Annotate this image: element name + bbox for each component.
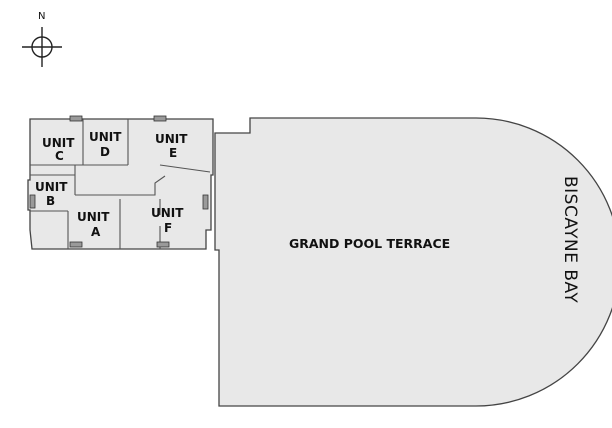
svg-text:F: F bbox=[164, 221, 172, 235]
tower-footprint bbox=[27, 118, 214, 250]
svg-text:UNIT: UNIT bbox=[42, 136, 75, 150]
window-markers bbox=[29, 115, 209, 248]
biscayne-bay-label: BISCAYNE BAY bbox=[560, 176, 580, 303]
interior-walls bbox=[30, 119, 211, 249]
unit-f-label: UNIT F bbox=[151, 206, 184, 235]
pool-terrace bbox=[214, 117, 612, 407]
svg-text:UNIT: UNIT bbox=[35, 180, 68, 194]
unit-b-label: UNIT B bbox=[35, 180, 68, 208]
svg-text:UNIT: UNIT bbox=[151, 206, 184, 220]
svg-text:A: A bbox=[91, 225, 101, 239]
svg-text:B: B bbox=[46, 194, 55, 208]
svg-text:UNIT: UNIT bbox=[155, 132, 188, 146]
compass-north-label: N bbox=[38, 11, 45, 22]
compass-icon: N bbox=[22, 11, 62, 67]
svg-text:E: E bbox=[169, 146, 177, 160]
svg-text:UNIT: UNIT bbox=[89, 130, 122, 144]
svg-text:D: D bbox=[100, 145, 110, 159]
unit-e-label: UNIT E bbox=[155, 132, 188, 160]
pool-terrace-label: GRAND POOL TERRACE bbox=[289, 236, 450, 251]
unit-a-label: UNIT A bbox=[77, 210, 110, 239]
unit-d-label: UNIT D bbox=[89, 130, 122, 159]
svg-text:C: C bbox=[55, 149, 64, 163]
unit-c-label: UNIT C bbox=[42, 136, 75, 163]
svg-text:UNIT: UNIT bbox=[77, 210, 110, 224]
